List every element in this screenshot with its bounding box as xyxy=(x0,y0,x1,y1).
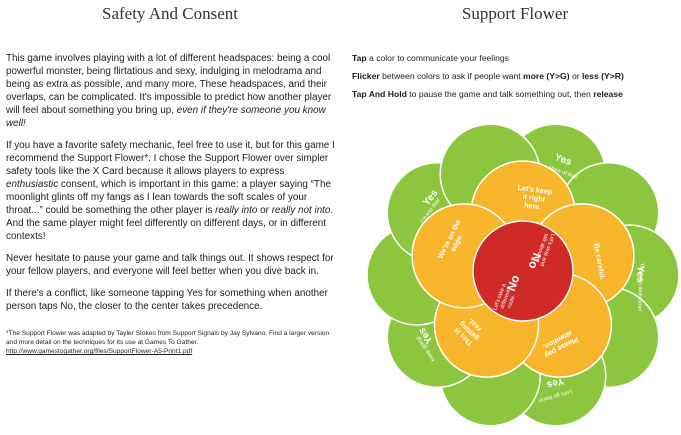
conflict-paragraph: If there's a conflict, like someone tapp… xyxy=(6,288,328,312)
footnote: *The Support Flower was adapted by Tayle… xyxy=(6,329,336,356)
recommendation-paragraph: If you have a favorite safety mechanic, … xyxy=(6,140,335,242)
green-petal-yes-label: Yes xyxy=(545,375,565,390)
safety-consent-title: Safety And Consent xyxy=(102,4,238,23)
green-petal-yes-label: Yes xyxy=(634,265,646,283)
center-no-label: No xyxy=(525,251,544,271)
support-flower-title: Support Flower xyxy=(461,4,569,23)
yellow-petal-label: it right xyxy=(522,192,546,204)
intro-paragraph: This game involves playing with a lot of… xyxy=(6,53,332,129)
center-no-caption: route. xyxy=(507,293,518,309)
yellow-petal-label: here. xyxy=(524,200,542,211)
footnote-link[interactable]: http://www.gamestogather.org/files/Suppo… xyxy=(6,348,193,355)
green-petal-caption: That was awesome! xyxy=(636,263,644,313)
center-no-label: No xyxy=(504,273,523,293)
flower-instructions: Tap a color to communicate your feelings… xyxy=(352,52,678,106)
safety-text-column: This game involves playing with a lot of… xyxy=(6,52,336,365)
instruction-flicker: Flicker between colors to ask if people … xyxy=(352,71,624,81)
instruction-hold: Tap And Hold to pause the game and talk … xyxy=(352,89,623,99)
pause-paragraph: Never hesitate to pause your game and ta… xyxy=(6,253,334,277)
instruction-tap: Tap a color to communicate your feelings xyxy=(352,53,509,63)
red-center[interactable] xyxy=(472,220,574,322)
